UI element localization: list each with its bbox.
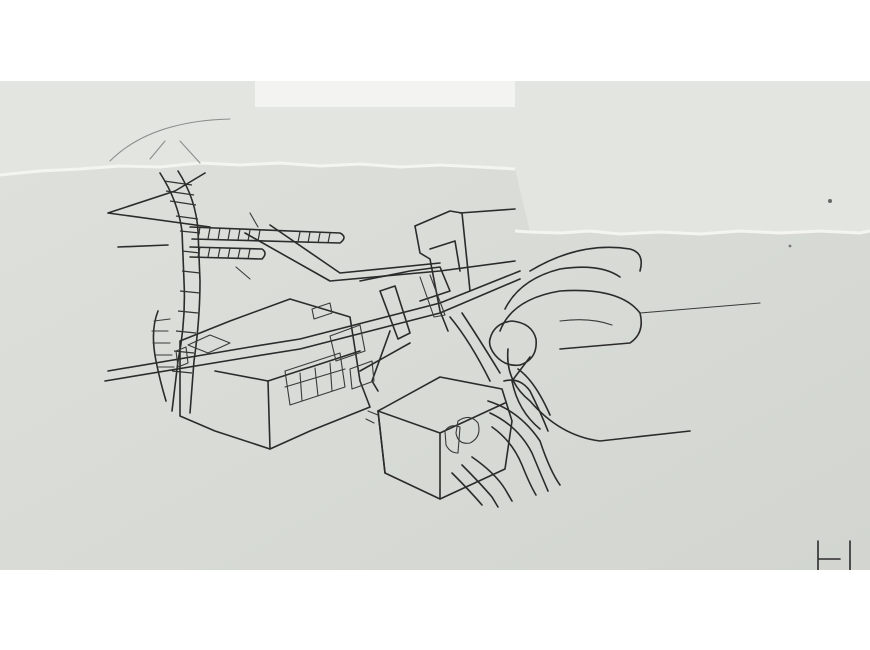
connector-plug — [365, 368, 561, 508]
faint-sketch-top — [109, 118, 231, 164]
hand — [488, 246, 761, 442]
bracket-wires — [449, 312, 501, 382]
tear-edge-upper — [0, 161, 516, 177]
connector-housing — [175, 298, 411, 450]
corner-mark — [817, 540, 851, 570]
line-drawing — [0, 81, 870, 570]
bracket-mechanism — [359, 208, 516, 392]
white-patch — [255, 81, 515, 107]
photo-of-manual-illustration — [0, 81, 870, 570]
left-cable-bundle — [151, 170, 201, 414]
paper-speck — [828, 199, 832, 203]
tear-edge-right — [514, 229, 870, 236]
spiral-cables — [189, 212, 345, 280]
paper-speck — [788, 244, 792, 248]
